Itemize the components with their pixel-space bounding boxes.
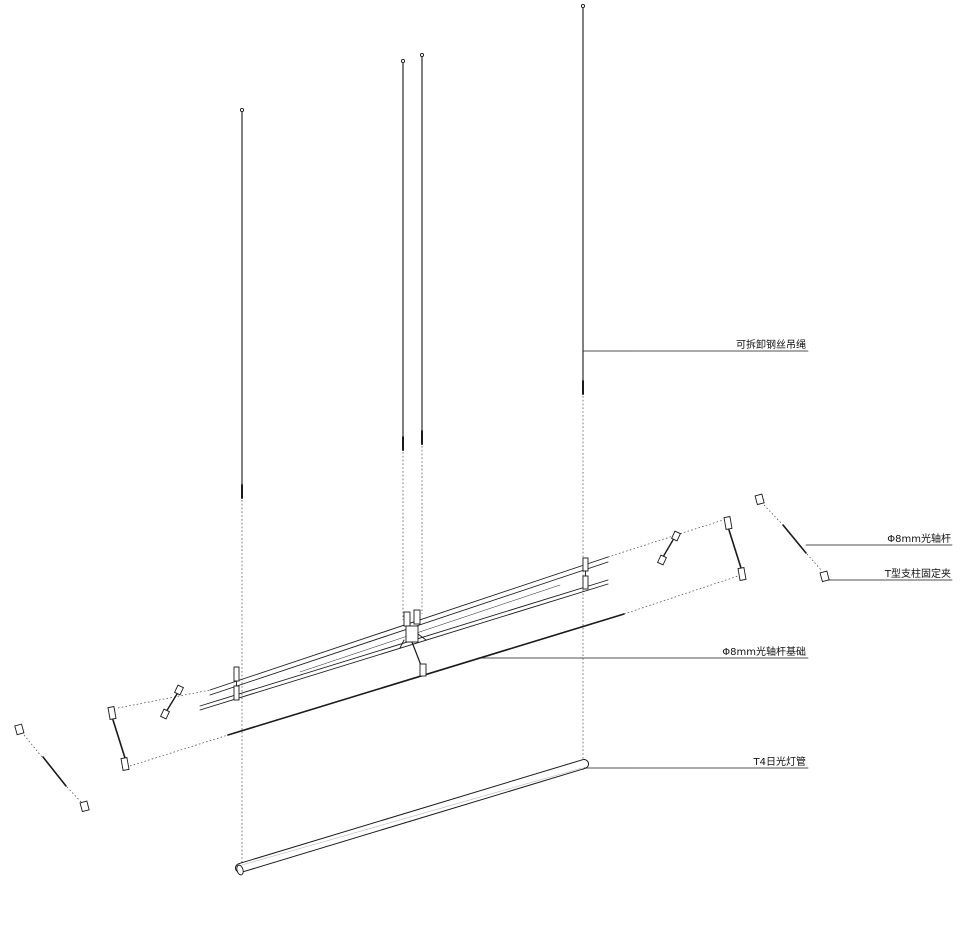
suspension-wires <box>239 3 586 868</box>
leader-lines <box>477 350 953 769</box>
right-end-bracket <box>607 516 747 615</box>
right-small-link <box>656 530 682 566</box>
wire-3 <box>419 52 425 614</box>
center-joint <box>399 609 427 677</box>
wire-4 <box>580 3 586 770</box>
label-tube: T4日光灯管 <box>753 755 806 768</box>
label-wire-rope: 可拆卸钢丝吊绳 <box>736 338 806 351</box>
label-clamp: T型支柱固定夹 <box>884 567 951 580</box>
wire-2 <box>400 58 406 620</box>
t-clamp-right <box>582 557 589 590</box>
label-rod-base: Φ8mm光轴杆基础 <box>722 645 806 658</box>
frame-assembly <box>199 556 625 736</box>
right-rod-assembly <box>754 493 830 583</box>
t-clamp-left <box>233 666 240 701</box>
wire-1 <box>239 107 245 868</box>
labels: 可拆卸钢丝吊绳 Φ8mm光轴杆 T型支柱固定夹 Φ8mm光轴杆基础 T4日光灯管 <box>722 338 951 768</box>
t4-tube <box>235 759 589 876</box>
left-end-bracket <box>107 684 229 771</box>
left-small-link <box>159 684 185 720</box>
label-rod: Φ8mm光轴杆 <box>887 532 951 545</box>
far-left-rod-assembly <box>14 723 90 813</box>
